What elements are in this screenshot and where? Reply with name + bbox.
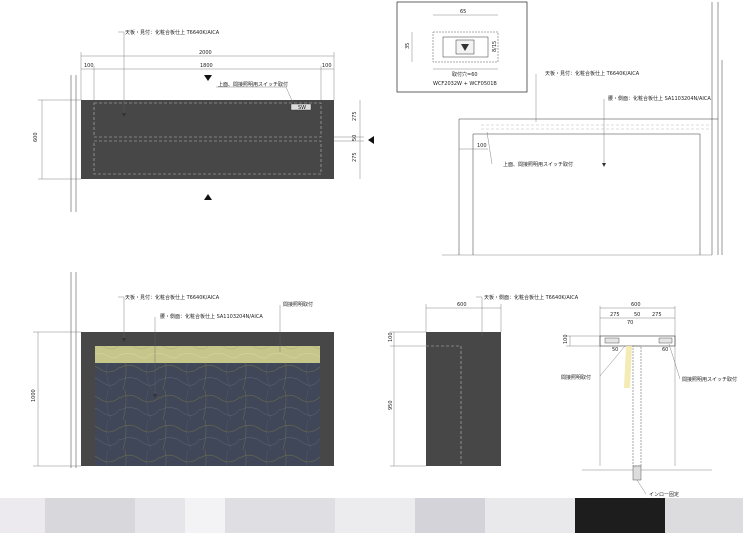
front-note-panel: 腰・側面：化粧合板仕上 SA1103204N/AICA (160, 313, 263, 320)
plan-note-top: 天板・見付：化粧合板仕上 T6640K/AICA (125, 29, 220, 36)
switch-tag: SW (298, 105, 306, 111)
dim-inner: 1800 (200, 63, 213, 69)
front-dim-height: 1000 (31, 389, 37, 402)
detail2-dim-e: 70 (627, 320, 633, 326)
center-post (632, 345, 642, 467)
side-note-top: 天板・側面：化粧合板仕上 T6640K/AICA (484, 294, 579, 301)
detail-part-numbers: WCF2032W + WCF0501B (433, 81, 497, 87)
detail2-note-anchor: インロー固定 (649, 491, 679, 498)
section-note-side: 腰・側面：化粧合板仕上 SA1103204N/AICA (608, 95, 711, 102)
side-dim-top: 100 (388, 332, 394, 342)
front-note-top: 天板・見付：化粧合板仕上 T6640K/AICA (125, 294, 220, 301)
detail2-dim-width: 600 (631, 302, 641, 308)
side-dim-height: 950 (388, 400, 394, 410)
detail2-note-light: 間接照明取付 (561, 374, 591, 381)
detail-section: 600 275 50 275 70 100 50 60 間接照明取付 間接照明用… (561, 302, 737, 498)
section-arrow-bottom (204, 194, 212, 200)
detail-note-side: 8/15 (492, 41, 498, 52)
plan-view: SW 2000 100 1800 100 600 275 50 275 天板・見… (33, 29, 374, 212)
detail-dim-h: 35 (405, 43, 411, 49)
detail2-dim-d: 100 (563, 334, 569, 344)
detail2-dim-g: 60 (662, 347, 668, 353)
counter-side-body (426, 332, 501, 466)
section-dim-left: 100 (477, 143, 487, 149)
detail2-dim-b: 50 (634, 312, 640, 318)
detail2-dim-a: 275 (610, 312, 620, 318)
section-arrow-top (204, 75, 212, 81)
front-note-light: 間接照明取付 (283, 301, 313, 308)
detail-dim-w: 65 (460, 9, 466, 15)
dim-d1: 275 (352, 111, 358, 121)
dim-left: 100 (84, 63, 94, 69)
indirect-light-band (95, 346, 320, 363)
light-beam (624, 346, 632, 388)
plan-note-switch: 上面、間接照明用スイッチ取付 (218, 81, 288, 88)
dim-d2: 50 (352, 135, 358, 141)
section-view: 100 天板・見付：化粧合板仕上 T6640K/AICA 腰・側面：化粧合板仕上… (442, 2, 723, 256)
dim-total: 2000 (199, 50, 212, 56)
front-elevation: 1000 天板・見付：化粧合板仕上 T6640K/AICA 間接照明取付 腰・側… (31, 272, 334, 468)
detail2-note-switch: 間接照明用スイッチ取付 (682, 376, 737, 383)
marble-panel (95, 363, 320, 466)
dim-right: 100 (322, 63, 332, 69)
switch-detail: 65 35 8/15 取付穴=60 WCF2032W + WCF0501B (396, 1, 528, 93)
side-elevation: 600 100 950 天板・側面：化粧合板仕上 T6640K/AICA (388, 294, 579, 467)
section-arrow-right (368, 136, 374, 144)
detail-note-hole: 取付穴=60 (452, 71, 478, 78)
counter-plan-body (81, 100, 334, 179)
detail2-dim-f: 50 (612, 347, 618, 353)
detail2-dim-c: 275 (652, 312, 662, 318)
switch-marker (290, 103, 312, 111)
blurred-footer-strip (0, 498, 743, 533)
side-dim-width: 600 (457, 302, 467, 308)
dim-d3: 275 (352, 152, 358, 162)
dim-depth: 600 (33, 132, 39, 142)
section-note-top: 天板・見付：化粧合板仕上 T6640K/AICA (545, 70, 640, 77)
section-note-switch: 上面、間接照明用スイッチ取付 (503, 161, 573, 168)
